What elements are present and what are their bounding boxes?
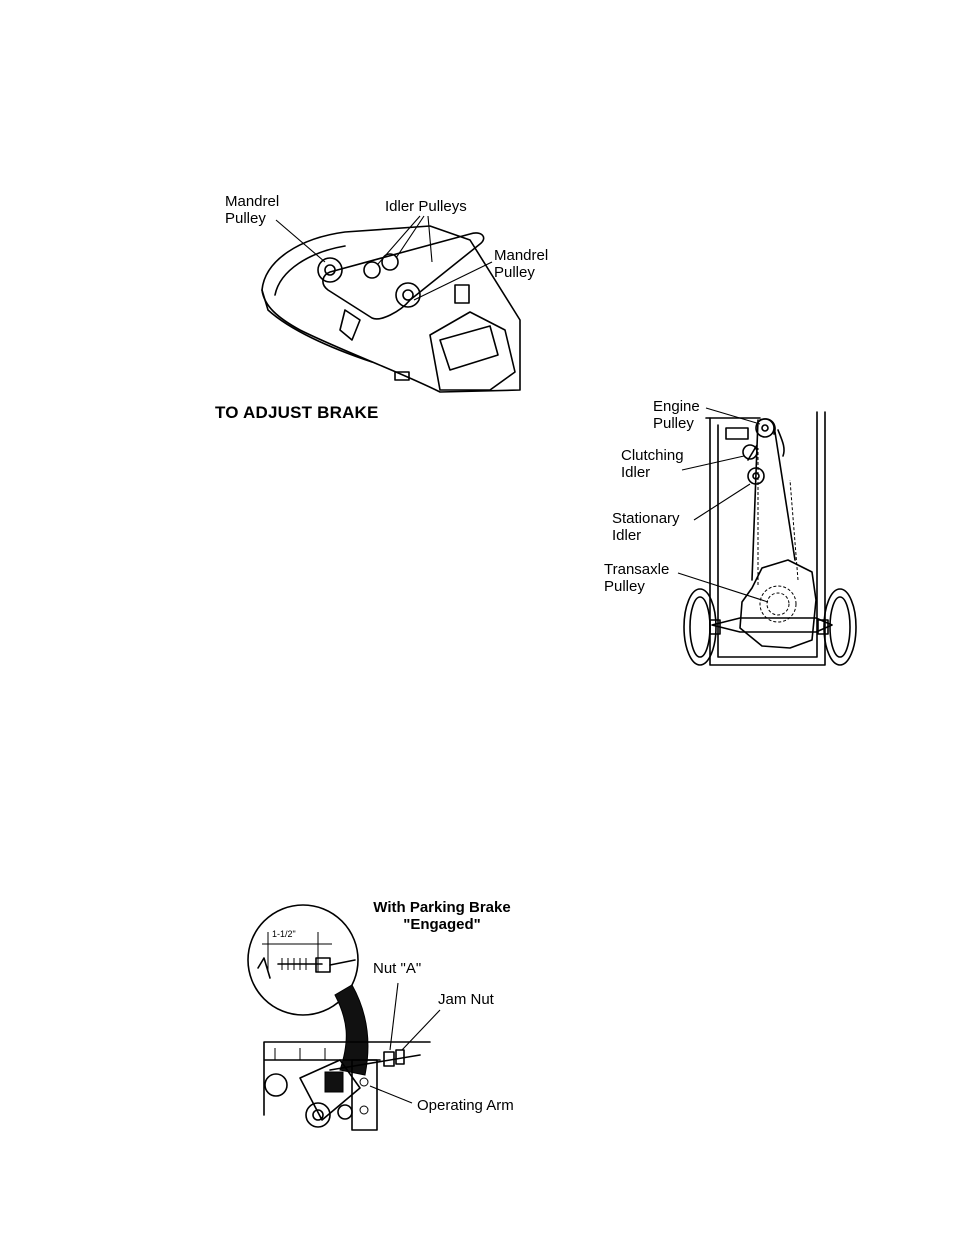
label-jam-nut: Jam Nut <box>438 991 494 1008</box>
label-parking-brake-title: With Parking Brake "Engaged" <box>362 899 522 933</box>
label-stationary-idler: Stationary Idler <box>612 510 680 544</box>
label-operating-arm: Operating Arm <box>417 1097 514 1114</box>
label-mandrel-pulley-right: Mandrel Pulley <box>494 247 548 281</box>
label-mandrel-pulley-left: Mandrel Pulley <box>225 193 279 227</box>
label-clutching-idler: Clutching Idler <box>621 447 684 481</box>
section-heading: TO ADJUST BRAKE <box>215 403 379 423</box>
label-transaxle-pulley: Transaxle Pulley <box>604 561 669 595</box>
label-nut-a: Nut "A" <box>373 960 421 977</box>
label-engine-pulley: Engine Pulley <box>653 398 700 432</box>
label-dimension: 1-1/2" <box>272 929 296 939</box>
label-idler-pulleys: Idler Pulleys <box>385 198 467 215</box>
